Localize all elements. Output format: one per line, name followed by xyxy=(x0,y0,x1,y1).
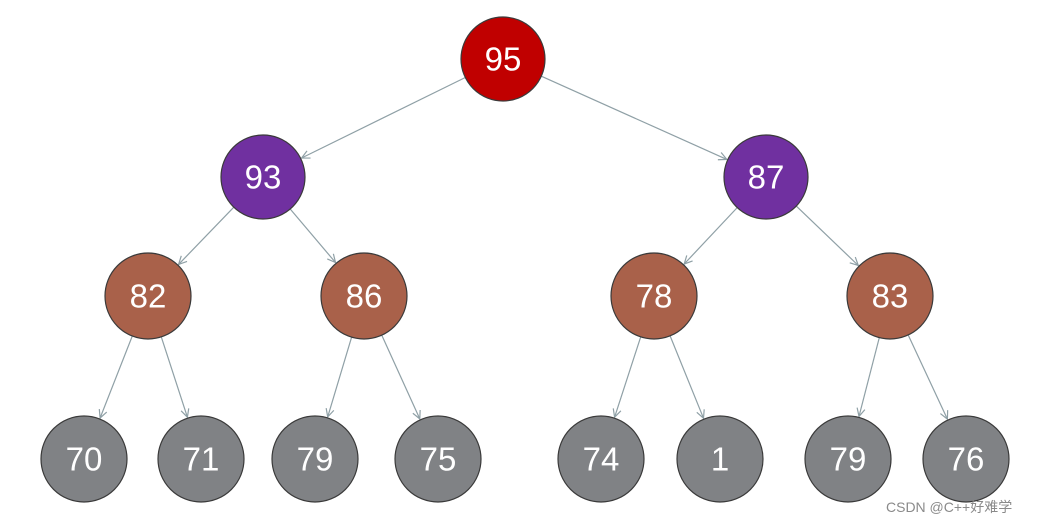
edge-95-to-93 xyxy=(302,76,466,159)
node-circle xyxy=(271,415,359,503)
node-value: 75 xyxy=(420,441,457,478)
node-circle xyxy=(460,16,546,102)
node-value: 79 xyxy=(297,441,334,478)
tree-node: 86 xyxy=(320,252,408,340)
tree-node: 83 xyxy=(846,252,934,340)
edge-86-to-79 xyxy=(328,337,353,417)
node-value: 95 xyxy=(485,41,522,78)
node-value: 70 xyxy=(66,441,103,478)
node-circle xyxy=(922,415,1010,503)
tree-node: 79 xyxy=(271,415,359,503)
node-circle xyxy=(557,415,645,503)
node-value: 83 xyxy=(872,278,909,315)
edge-82-to-70 xyxy=(100,335,133,418)
tree-node: 79 xyxy=(804,415,892,503)
tree-node: 78 xyxy=(610,252,698,340)
node-value: 76 xyxy=(948,441,985,478)
node-value: 82 xyxy=(130,278,167,315)
node-circle xyxy=(804,415,892,503)
node-layer: 95 93 87 82 86 78 83 70 71 79 75 74 1 79 76 xyxy=(40,16,1010,503)
tree-node: 1 xyxy=(676,415,764,503)
node-circle xyxy=(676,415,764,503)
tree-node: 93 xyxy=(220,134,306,220)
node-value: 74 xyxy=(583,441,620,478)
tree-node: 70 xyxy=(40,415,128,503)
node-value: 78 xyxy=(636,278,673,315)
node-value: 1 xyxy=(711,441,729,478)
edge-83-to-79 xyxy=(859,337,880,417)
node-circle xyxy=(846,252,934,340)
node-circle xyxy=(40,415,128,503)
node-circle xyxy=(723,134,809,220)
node-circle xyxy=(157,415,245,503)
node-circle xyxy=(104,252,192,340)
edge-95-to-87 xyxy=(541,75,727,159)
edge-93-to-82 xyxy=(179,206,235,264)
node-circle xyxy=(220,134,306,220)
node-value: 79 xyxy=(830,441,867,478)
edge-78-to-74 xyxy=(615,336,642,417)
edge-87-to-78 xyxy=(684,207,738,264)
node-circle xyxy=(394,415,482,503)
watermark: CSDN @C++好难学 xyxy=(886,499,1013,515)
edge-layer xyxy=(100,75,947,419)
node-circle xyxy=(610,252,698,340)
node-value: 86 xyxy=(346,278,383,315)
node-value: 93 xyxy=(245,159,282,196)
edge-86-to-75 xyxy=(381,334,420,419)
node-value: 87 xyxy=(748,159,785,196)
tree-node: 82 xyxy=(104,252,192,340)
tree-node: 74 xyxy=(557,415,645,503)
edge-83-to-76 xyxy=(907,334,947,419)
tree-node: 87 xyxy=(723,134,809,220)
node-value: 71 xyxy=(183,441,220,478)
tree-node: 71 xyxy=(157,415,245,503)
edge-82-to-71 xyxy=(160,336,187,417)
edge-78-to-1 xyxy=(669,335,703,418)
edge-87-to-83 xyxy=(795,205,858,265)
tree-node: 95 xyxy=(460,16,546,102)
tree-node: 75 xyxy=(394,415,482,503)
node-circle xyxy=(320,252,408,340)
tree-node: 76 xyxy=(922,415,1010,503)
edge-93-to-86 xyxy=(289,208,335,263)
